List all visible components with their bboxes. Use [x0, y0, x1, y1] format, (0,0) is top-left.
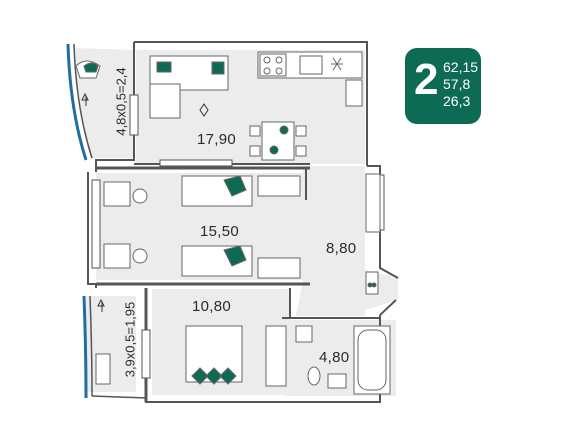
- balcony-furniture: [75, 60, 111, 385]
- sofa: [149, 55, 229, 119]
- plant-icons: [81, 92, 209, 312]
- room-area-bathroom: 4,80: [319, 349, 350, 366]
- bed-2: [181, 245, 253, 277]
- balcony-area-bottom: 3,9x0,5=1,95: [122, 301, 138, 378]
- kitchen-area: 26,3: [443, 93, 471, 109]
- room-count: 2: [414, 55, 439, 104]
- kitchen-counter: [257, 51, 363, 107]
- bed-3: [185, 325, 243, 385]
- wardrobes: [257, 173, 381, 387]
- apartment-badge: 2 62,15 57,8 26,3: [405, 48, 481, 124]
- desk-chairs: [103, 181, 148, 269]
- room-area-bedroom-1: 15,50: [200, 223, 240, 240]
- area-stats: 62,15 57,8 26,3: [443, 59, 478, 110]
- total-area: 62,15: [443, 59, 479, 75]
- dining-table: [249, 121, 307, 161]
- room-area-bedroom-2: 10,80: [192, 298, 232, 315]
- balcony-area-top: 4,8x0,5=2,4: [113, 67, 129, 136]
- living-area: 57,8: [443, 76, 471, 92]
- room-area-kitchen-living: 17,90: [197, 131, 237, 148]
- bathroom-fixtures: [295, 271, 391, 395]
- balcony-glass: [66, 43, 147, 399]
- bed-1: [181, 175, 253, 207]
- room-area-hall: 8,80: [326, 240, 357, 257]
